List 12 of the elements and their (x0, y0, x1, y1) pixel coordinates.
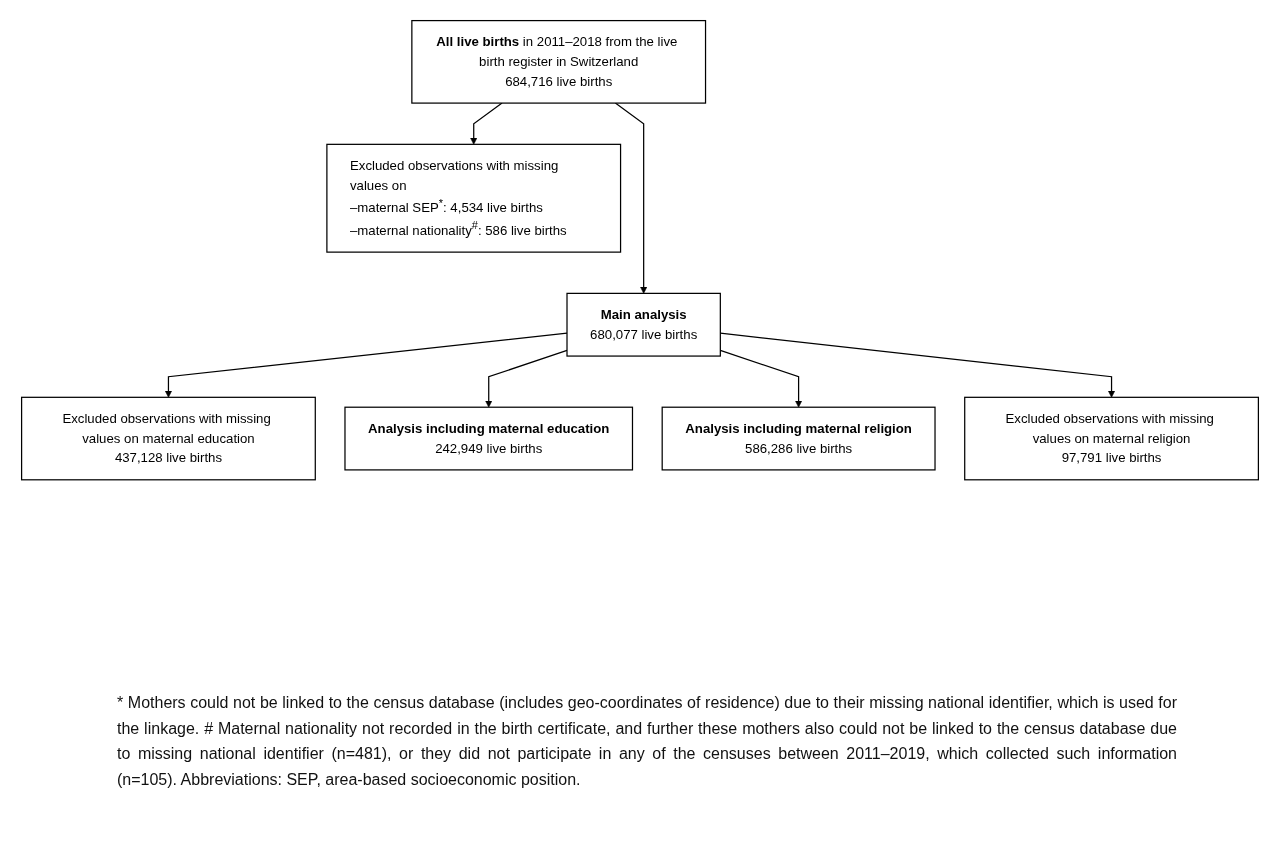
arrow (470, 102, 503, 145)
arrow (614, 102, 648, 294)
node-box: Analysis including maternal education 242,949 live births (344, 406, 634, 471)
node-box: All live births in 2011–2018 from the live birth register in Switzerland 684,716 live births (411, 20, 707, 104)
arrow (164, 332, 568, 398)
node-box: Excluded observations with missing values on –maternal SEP$^{*}$: 4,534 live births –maternal nationality$^{#}$: 586 live births (326, 143, 622, 253)
node-box: Excluded observations with missing values on maternal religion 97,791 live births (964, 396, 1259, 481)
footnote: * Mothers could not be linked to the census database (includes geo-coordinates of residence) due to their missing national identifier, which is used for the linkage. # Maternal nationality not recorded in the birth certificate, and further these mothers also could not be linked to the census database due to missing national identifier (n=481), or they did not participate in any of the censuses between 2011–2019, which collected such information (n=105). Abbreviations: SEP, area-based socioeconomic position. (117, 693, 1177, 790)
node-box: Analysis including maternal religion 586,286 live births (661, 406, 936, 471)
node-box: Main analysis 680,077 live births (566, 292, 721, 357)
arrow (485, 349, 568, 408)
node-box: Excluded observations with missing values on maternal education 437,128 live births (21, 396, 316, 481)
